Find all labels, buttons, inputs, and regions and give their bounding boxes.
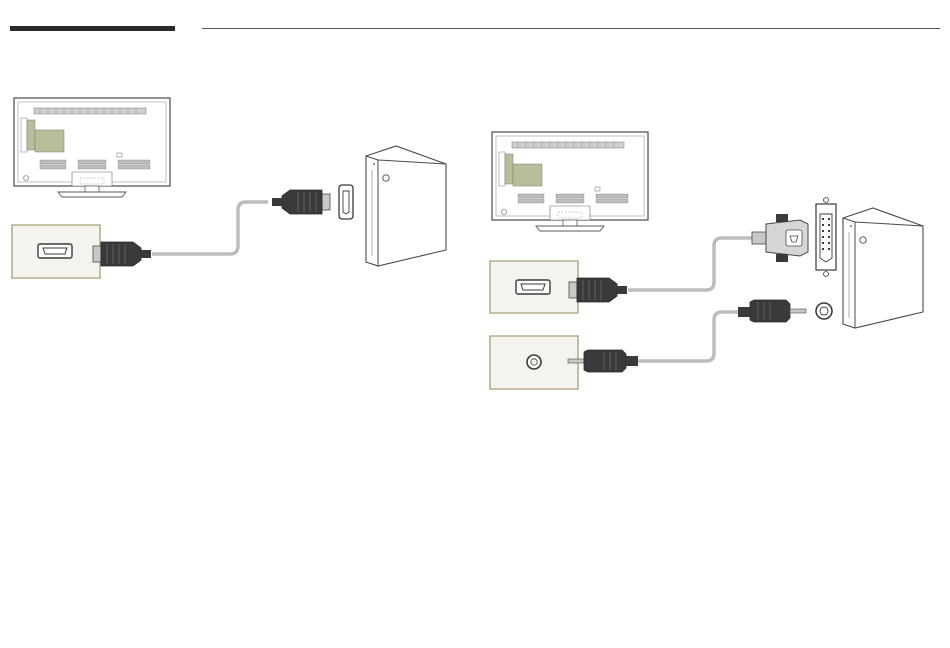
monitor-rear-view [492, 132, 648, 231]
pc-audio-port-icon [816, 303, 832, 319]
pc-tower [366, 146, 446, 266]
hdmi-plug-monitor [569, 278, 627, 302]
left-diagram [12, 98, 446, 278]
pc-hdmi-port-icon [339, 185, 353, 219]
dvi-plug [752, 214, 808, 262]
panel-port-box-hdmi [12, 225, 100, 278]
hdmi-plug-monitor [93, 242, 151, 266]
hdmi-dvi-cable [628, 238, 754, 290]
stereo-audio-cable [638, 312, 740, 361]
hdmi-cable [152, 202, 268, 254]
pc-tower [843, 208, 923, 328]
hdmi-port-icon [38, 244, 72, 258]
pc-dvi-port-icon [816, 198, 836, 277]
hdmi-port-icon [516, 280, 550, 294]
monitor-rear-view [14, 98, 170, 197]
audio-plug-pc [738, 300, 806, 322]
right-diagram [490, 132, 923, 389]
audio-jack-icon [527, 355, 541, 369]
hdmi-plug-pc [272, 190, 330, 214]
panel-port-box-hdmi [490, 261, 578, 313]
panel-port-box-audio [490, 336, 578, 389]
